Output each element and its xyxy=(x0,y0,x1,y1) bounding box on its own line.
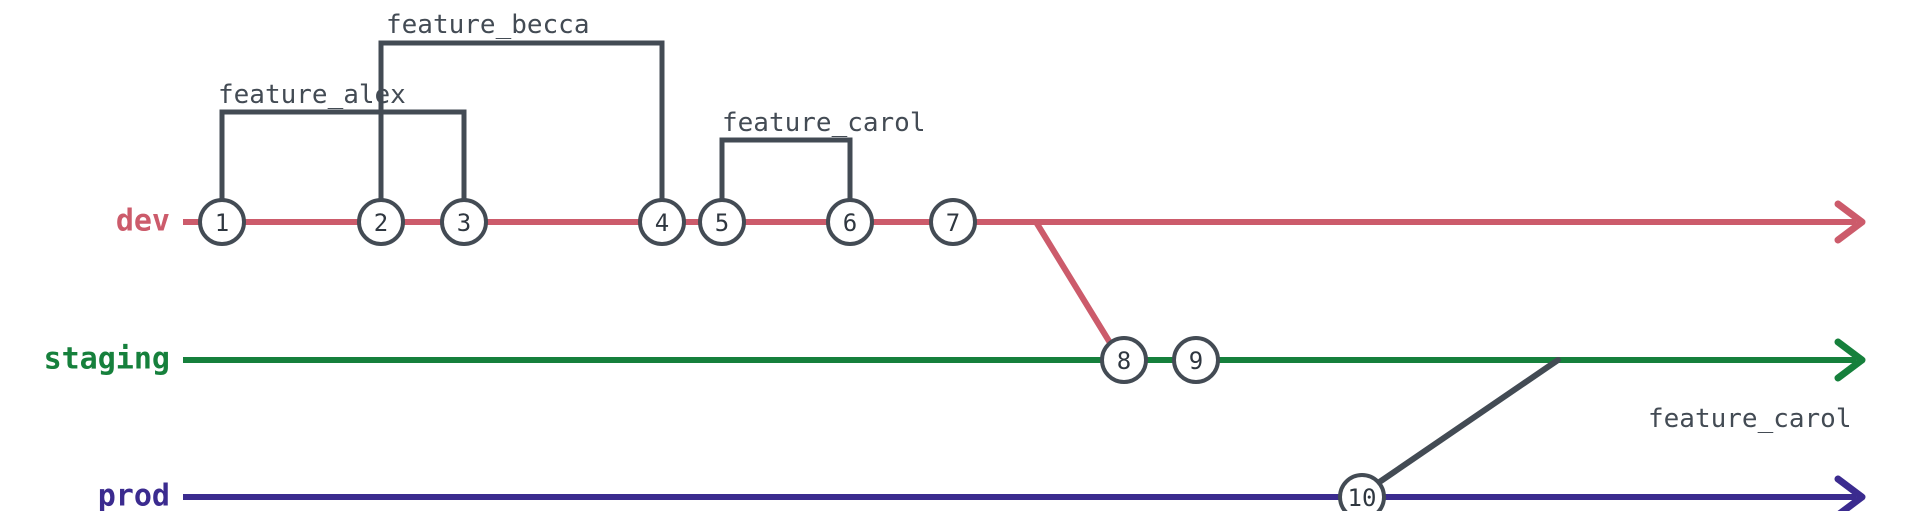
commit-label-8: 8 xyxy=(1117,347,1131,375)
commit-node-9[interactable]: 9 xyxy=(1172,336,1220,384)
merge-connector-staging-to-prod xyxy=(1375,357,1561,486)
feature-bracket-label-2: feature_carol xyxy=(722,108,926,138)
commit-circle-4[interactable] xyxy=(638,198,686,246)
branch-label-staging: staging xyxy=(44,342,170,377)
feature-bracket-label-1: feature_becca xyxy=(386,10,590,40)
commit-circle-7[interactable] xyxy=(929,198,977,246)
feature-bracket-label-0: feature_alex xyxy=(218,80,406,110)
commit-nodes-group: 1 2 3 4 5 6 7 8 9 10 xyxy=(198,198,1386,511)
commit-label-5: 5 xyxy=(715,209,729,237)
commit-label-3: 3 xyxy=(457,209,471,237)
lane-lines-group xyxy=(183,200,1866,511)
branch-label-dev: dev xyxy=(116,204,170,239)
commit-node-6[interactable]: 6 xyxy=(826,198,874,246)
merge-connectors-group xyxy=(1033,219,1561,486)
commit-circle-5[interactable] xyxy=(698,198,746,246)
commit-node-3[interactable]: 3 xyxy=(440,198,488,246)
commit-label-10: 10 xyxy=(1348,484,1377,511)
commit-node-10[interactable]: 10 xyxy=(1338,473,1386,511)
commit-circle-6[interactable] xyxy=(826,198,874,246)
arrow-head-prod xyxy=(1834,475,1866,511)
commit-label-9: 9 xyxy=(1189,347,1203,375)
commit-label-2: 2 xyxy=(374,209,388,237)
branch-brackets-group xyxy=(219,40,853,200)
commit-label-6: 6 xyxy=(843,209,857,237)
feature-bracket-2 xyxy=(719,137,853,200)
commit-circle-9[interactable] xyxy=(1172,336,1220,384)
commit-node-4[interactable]: 4 xyxy=(638,198,686,246)
merge-connector-dev-to-staging xyxy=(1033,219,1115,349)
arrow-head-staging xyxy=(1834,338,1866,382)
commit-node-5[interactable]: 5 xyxy=(698,198,746,246)
branch-label-prod: prod xyxy=(98,479,170,511)
commit-label-1: 1 xyxy=(215,209,229,237)
commit-circle-3[interactable] xyxy=(440,198,488,246)
commit-circle-1[interactable] xyxy=(198,198,246,246)
commit-node-1[interactable]: 1 xyxy=(198,198,246,246)
commit-circle-2[interactable] xyxy=(357,198,405,246)
feature-bracket-1 xyxy=(378,40,665,200)
text-labels-group: dev staging prod feature_alex feature_beccaf… xyxy=(44,10,1852,511)
commit-node-2[interactable]: 2 xyxy=(357,198,405,246)
commit-node-8[interactable]: 8 xyxy=(1100,336,1148,384)
commit-label-7: 7 xyxy=(946,209,960,237)
commit-label-4: 4 xyxy=(655,209,669,237)
commit-circle-10[interactable] xyxy=(1338,473,1386,511)
commit-circle-8[interactable] xyxy=(1100,336,1148,384)
feature-bracket-0 xyxy=(219,109,467,200)
arrow-head-dev xyxy=(1834,200,1866,244)
commit-node-7[interactable]: 7 xyxy=(929,198,977,246)
merge-connector-label-staging-to-prod: feature_carol xyxy=(1648,404,1852,434)
